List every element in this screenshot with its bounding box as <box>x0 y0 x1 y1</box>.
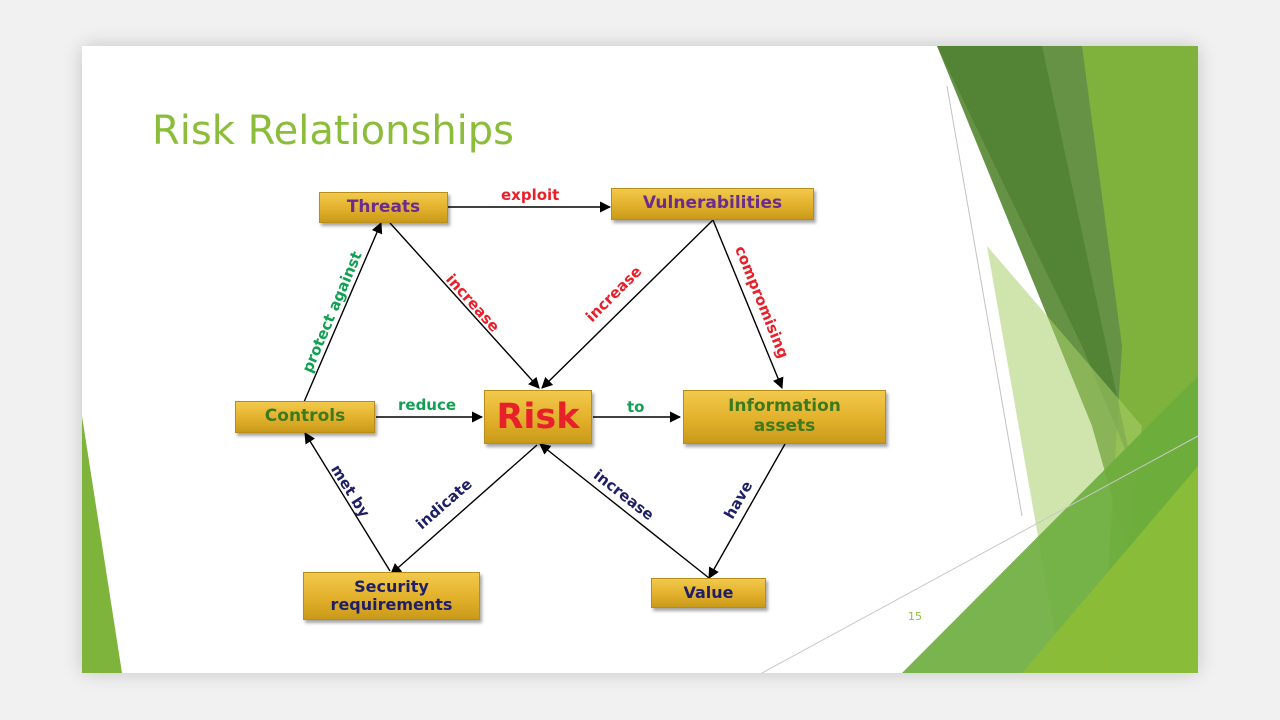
arrow-value-risk <box>539 443 710 579</box>
node-threats-label: Threats <box>346 196 421 217</box>
node-controls: Controls <box>235 401 375 433</box>
edge-label-exploit: exploit <box>501 186 560 204</box>
arrow-threats-risk <box>389 222 540 389</box>
node-security-requirements: Security requirements <box>303 572 480 620</box>
node-value: Value <box>651 578 766 608</box>
arrow-vulnerabilities-risk <box>541 219 714 389</box>
diagram-arrows <box>303 201 786 579</box>
arrow-controls-threats <box>303 221 383 403</box>
node-vulnerabilities: Vulnerabilities <box>611 188 814 220</box>
node-information-assets-line2: assets <box>753 416 816 436</box>
slide: Risk Relationships Threats Vulnerabiliti… <box>82 46 1198 673</box>
arrow-risk-security <box>390 444 538 575</box>
node-security-requirements-line2: requirements <box>330 595 453 614</box>
node-controls-label: Controls <box>264 406 346 427</box>
node-risk: Risk <box>484 390 592 444</box>
arrow-vulnerabilities-assets <box>712 219 784 390</box>
slide-title: Risk Relationships <box>152 108 515 154</box>
arrow-security-controls <box>304 432 391 572</box>
node-security-requirements-line1: Security <box>354 576 429 596</box>
edge-label-reduce: reduce <box>398 396 457 414</box>
arrow-assets-value <box>708 443 786 579</box>
node-threats: Threats <box>319 192 448 223</box>
node-vulnerabilities-label: Vulnerabilities <box>642 193 783 214</box>
slide-number: 15 <box>908 610 922 623</box>
edge-label-to: to <box>627 398 645 416</box>
node-risk-label: Risk <box>496 396 580 437</box>
node-information-assets-line1: Information <box>728 396 841 417</box>
node-value-label: Value <box>683 582 734 602</box>
node-information-assets: Information assets <box>683 390 886 444</box>
decorative-green-shapes <box>82 46 1198 673</box>
